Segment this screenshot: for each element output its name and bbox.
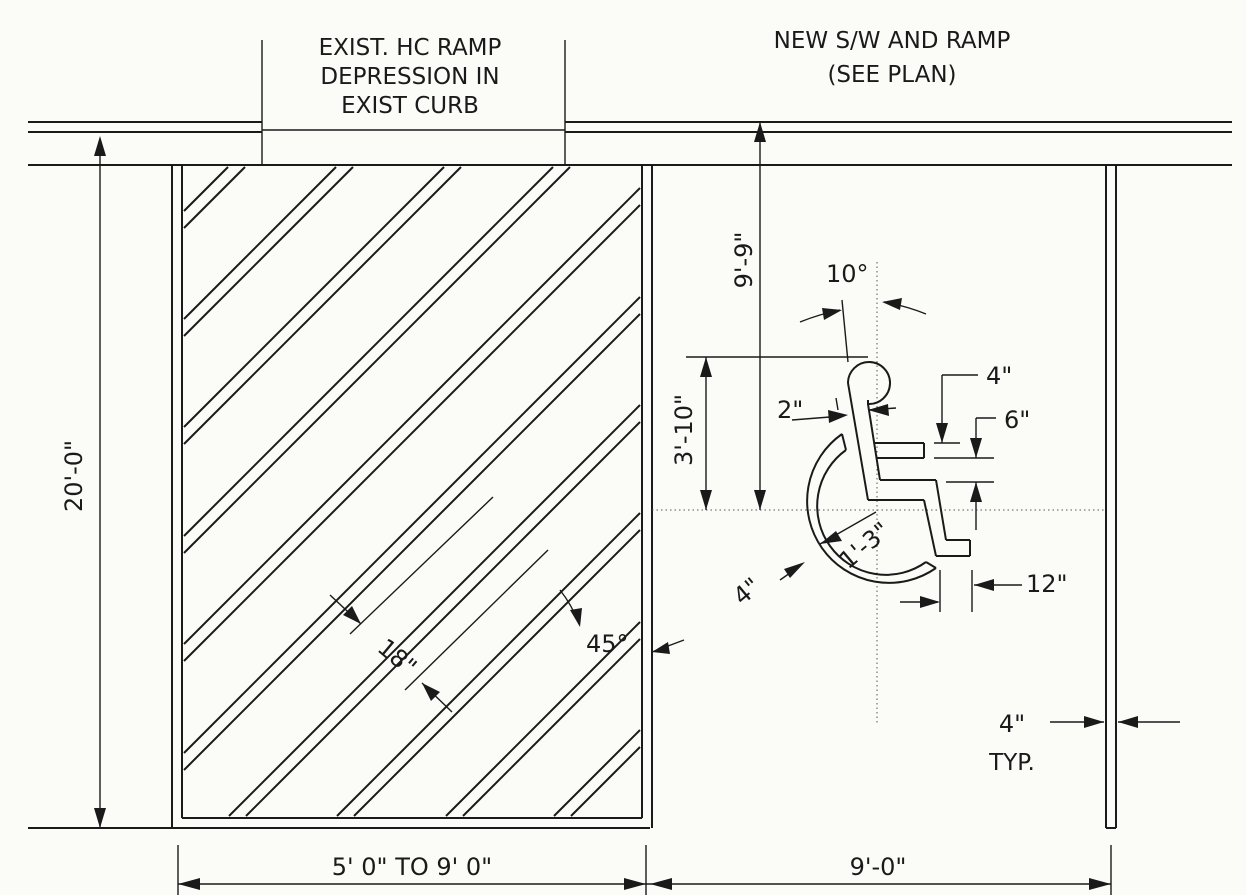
dim-total-length-text: 20'-0" — [60, 440, 88, 512]
hatch-stripe-8-1 — [353, 529, 641, 817]
hatch-stripe-4-1 — [183, 166, 571, 554]
hatch-stripe-6-1 — [183, 313, 641, 771]
dim-stripe-angle-text: 45° — [586, 630, 629, 658]
dimension-stripe-width — [329, 496, 549, 713]
wheelchair-icon — [806, 361, 971, 584]
dim-stripe-line-text: 4" — [999, 710, 1025, 738]
curb-lines — [28, 40, 1232, 166]
hatch-stripe-9-1 — [462, 638, 641, 817]
dimension-total-length — [94, 136, 106, 828]
dim-to-symbol-text: 9'-9" — [730, 232, 758, 289]
dimension-arm — [934, 374, 996, 530]
dim-arm-thick-text: 4" — [986, 362, 1012, 390]
dim-stripe-width-text: 18" — [372, 633, 422, 681]
dimension-neck — [791, 397, 897, 423]
dim-space-width-text: 9'-0" — [850, 853, 907, 881]
dimension-head-angle — [799, 298, 927, 363]
dimension-stripe-angle — [559, 589, 685, 654]
dimension-space-width — [646, 845, 1112, 895]
hatch-stripe-2-0 — [183, 166, 337, 320]
dim-wheel-thick-text: 4" — [728, 572, 766, 610]
dimension-leg — [900, 570, 1022, 612]
hatch-stripe-4-0 — [183, 166, 554, 537]
hatch-stripe-10-1 — [570, 746, 641, 817]
hatch-stripe-10-0 — [553, 729, 641, 817]
dim-wheel-radius-text: 1'-3" — [834, 517, 896, 575]
hatch-stripe-3-0 — [183, 166, 445, 428]
hatch-stripe-9-0 — [445, 621, 641, 817]
aisle-hatch-stripes — [183, 166, 641, 817]
hatch-stripe-8-0 — [336, 512, 641, 817]
dim-head-angle-text: 10° — [826, 260, 869, 288]
dim-symbol-height-text: 3'-10" — [670, 394, 698, 466]
dimension-aisle-width — [177, 845, 647, 895]
exist-ramp-label-line1: EXIST. HC RAMP — [319, 35, 502, 61]
new-sw-label-line1: NEW S/W AND RAMP — [774, 28, 1011, 54]
dimension-stripe-line — [1050, 716, 1180, 728]
dimension-wheel-thick — [779, 562, 805, 581]
dim-neck-text: 2" — [777, 396, 803, 424]
new-sw-label-line2: (SEE PLAN) — [827, 62, 956, 88]
hatch-stripe-7-0 — [228, 404, 641, 817]
dim-arm-gap-text: 6" — [1004, 406, 1030, 434]
dimension-wheel-radius — [819, 511, 877, 545]
hatch-stripe-1-0 — [183, 166, 229, 212]
hatch-stripe-5-1 — [183, 204, 641, 662]
dimension-symbol-height — [686, 356, 868, 510]
typ-label: TYP. — [988, 750, 1035, 776]
hatch-stripe-6-0 — [183, 296, 641, 754]
dim-aisle-width-text: 5' 0" TO 9' 0" — [332, 853, 492, 881]
dimension-to-symbol — [754, 122, 766, 510]
hatch-stripe-1-1 — [183, 166, 246, 229]
hatch-stripe-3-1 — [183, 166, 462, 445]
hatch-stripe-2-1 — [183, 166, 354, 337]
exist-ramp-label-line2: DEPRESSION IN — [320, 64, 499, 90]
hatch-stripe-7-1 — [245, 421, 641, 817]
dim-leg-text: 12" — [1026, 570, 1068, 598]
hatch-stripe-5-0 — [183, 187, 641, 645]
stall-side-line — [1105, 165, 1117, 829]
exist-ramp-label-line3: EXIST CURB — [341, 93, 479, 119]
access-aisle-outline — [171, 165, 653, 828]
